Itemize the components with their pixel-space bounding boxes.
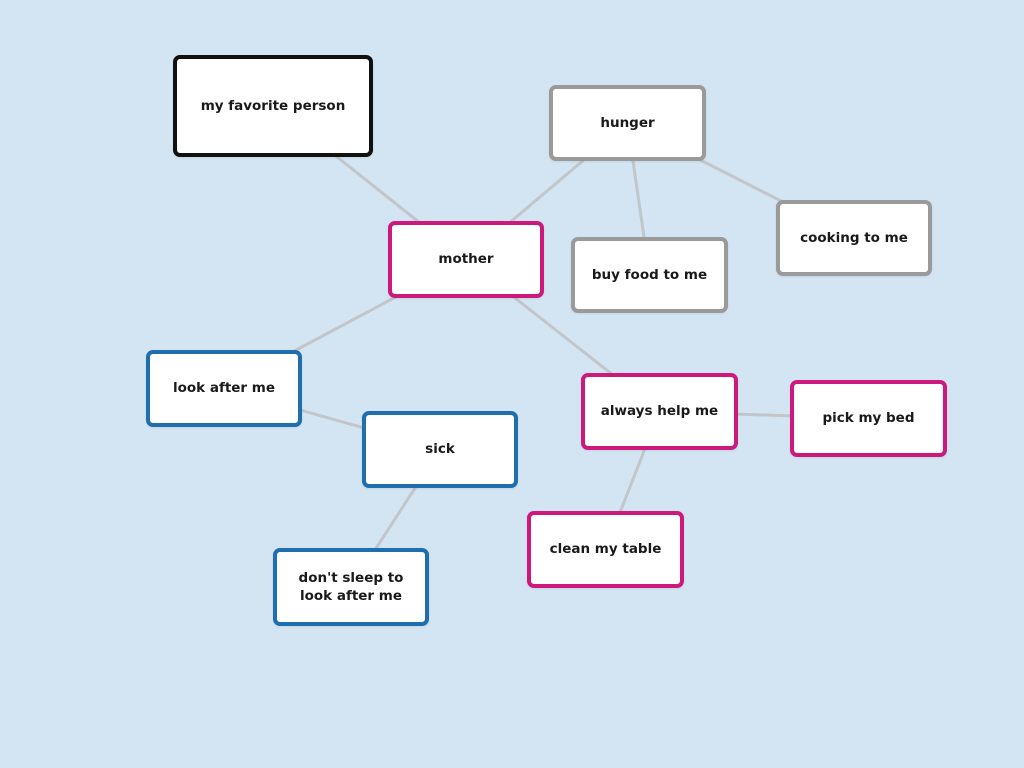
node-label: hunger xyxy=(600,114,655,131)
node-clean-my-table[interactable]: clean my table xyxy=(527,511,684,588)
node-label: mother xyxy=(438,251,494,268)
node-buy-food-to-me[interactable]: buy food to me xyxy=(571,237,728,313)
node-label: sick xyxy=(425,441,455,458)
node-label: look after me xyxy=(172,380,276,397)
node-label: don't sleep to look after me xyxy=(298,569,404,604)
node-hunger[interactable]: hunger xyxy=(549,85,706,161)
node-label: cooking to me xyxy=(800,229,908,246)
node-mother[interactable]: mother xyxy=(388,221,544,298)
node-label: pick my bed xyxy=(822,410,915,427)
node-label: my favorite person xyxy=(200,97,346,114)
node-label: buy food to me xyxy=(591,266,708,283)
node-pick-my-bed[interactable]: pick my bed xyxy=(790,380,947,457)
node-dont-sleep-to-look-after-me[interactable]: don't sleep to look after me xyxy=(273,548,429,626)
node-my-favorite-person[interactable]: my favorite person xyxy=(173,55,373,157)
node-always-help-me[interactable]: always help me xyxy=(581,373,738,450)
node-cooking-to-me[interactable]: cooking to me xyxy=(776,200,932,276)
node-label: clean my table xyxy=(549,541,662,558)
node-look-after-me[interactable]: look after me xyxy=(146,350,302,427)
node-label: always help me xyxy=(600,403,719,420)
node-sick[interactable]: sick xyxy=(362,411,518,488)
